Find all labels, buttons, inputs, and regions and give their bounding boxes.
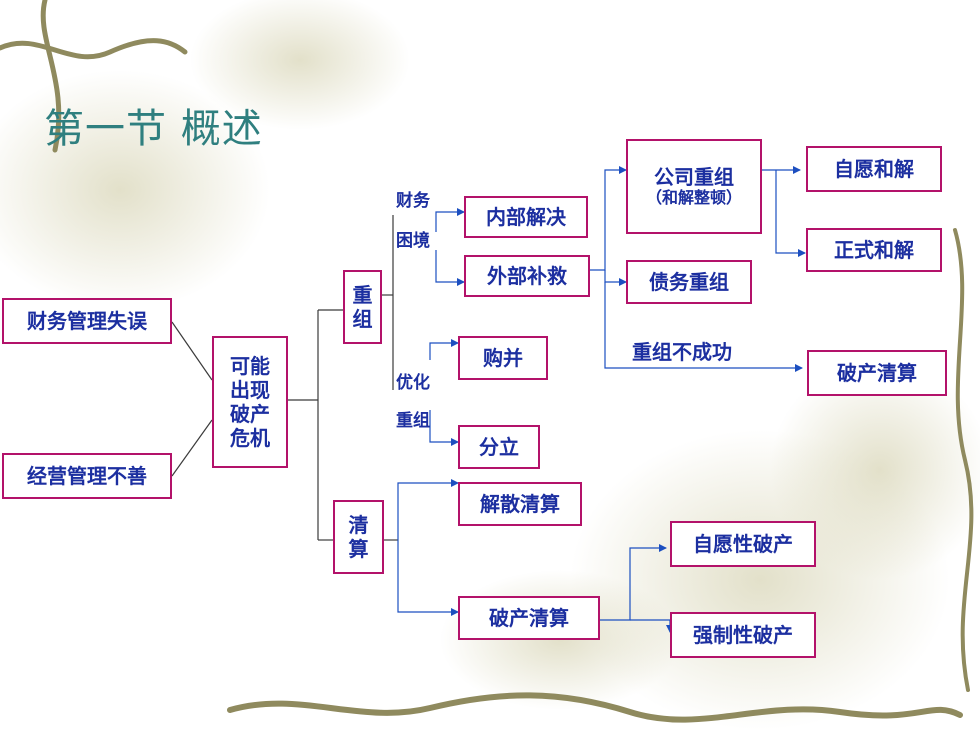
cause-financial-mismanagement: 财务管理失误 bbox=[2, 298, 172, 344]
internal-solution-box: 内部解决 bbox=[464, 196, 588, 238]
label-reorg-fail: 重组不成功 bbox=[632, 340, 732, 364]
label-optimize-1: 优化 bbox=[396, 373, 430, 393]
bankruptcy-liquidation-box: 破产清算 bbox=[458, 596, 600, 640]
crisis-line-2: 出现 bbox=[230, 378, 270, 402]
company-reorg-label: 公司重组 bbox=[653, 164, 734, 189]
cause-operational-mismanagement: 经营管理不善 bbox=[2, 453, 172, 499]
reorganization-box: 重 组 bbox=[343, 270, 382, 344]
external-remedy-box: 外部补救 bbox=[464, 255, 590, 297]
possible-bankruptcy-crisis-box: 可能 出现 破产 危机 bbox=[212, 336, 288, 468]
reorg-char-1: 重 bbox=[352, 283, 373, 307]
split-box: 分立 bbox=[458, 425, 540, 469]
liquidation-char-1: 清 bbox=[348, 513, 369, 537]
crisis-line-1: 可能 bbox=[230, 354, 270, 378]
crisis-line-3: 破产 bbox=[230, 402, 270, 426]
forced-bankruptcy-box: 强制性破产 bbox=[670, 612, 816, 658]
company-reorg-sublabel: （和解整顿） bbox=[645, 187, 742, 207]
debt-restructuring-box: 债务重组 bbox=[626, 260, 752, 304]
label-financial-2: 困境 bbox=[396, 231, 430, 251]
bankruptcy-liquidation-top-box: 破产清算 bbox=[807, 350, 947, 396]
formal-settlement-box: 正式和解 bbox=[806, 228, 942, 272]
reorg-char-2: 组 bbox=[352, 307, 373, 331]
voluntary-settlement-box: 自愿和解 bbox=[806, 146, 942, 192]
label-financial-1: 财务 bbox=[396, 191, 430, 211]
company-reorganization-box: 公司重组 （和解整顿） bbox=[626, 139, 762, 234]
liquidation-char-2: 算 bbox=[348, 537, 369, 561]
voluntary-bankruptcy-box: 自愿性破产 bbox=[670, 521, 816, 567]
slide-title: 第一节 概述 bbox=[44, 106, 263, 152]
liquidation-box: 清 算 bbox=[333, 500, 384, 574]
merger-box: 购并 bbox=[458, 336, 548, 380]
crisis-line-4: 危机 bbox=[230, 426, 270, 450]
label-optimize-2: 重组 bbox=[396, 411, 430, 431]
dissolution-liquidation-box: 解散清算 bbox=[458, 482, 582, 526]
